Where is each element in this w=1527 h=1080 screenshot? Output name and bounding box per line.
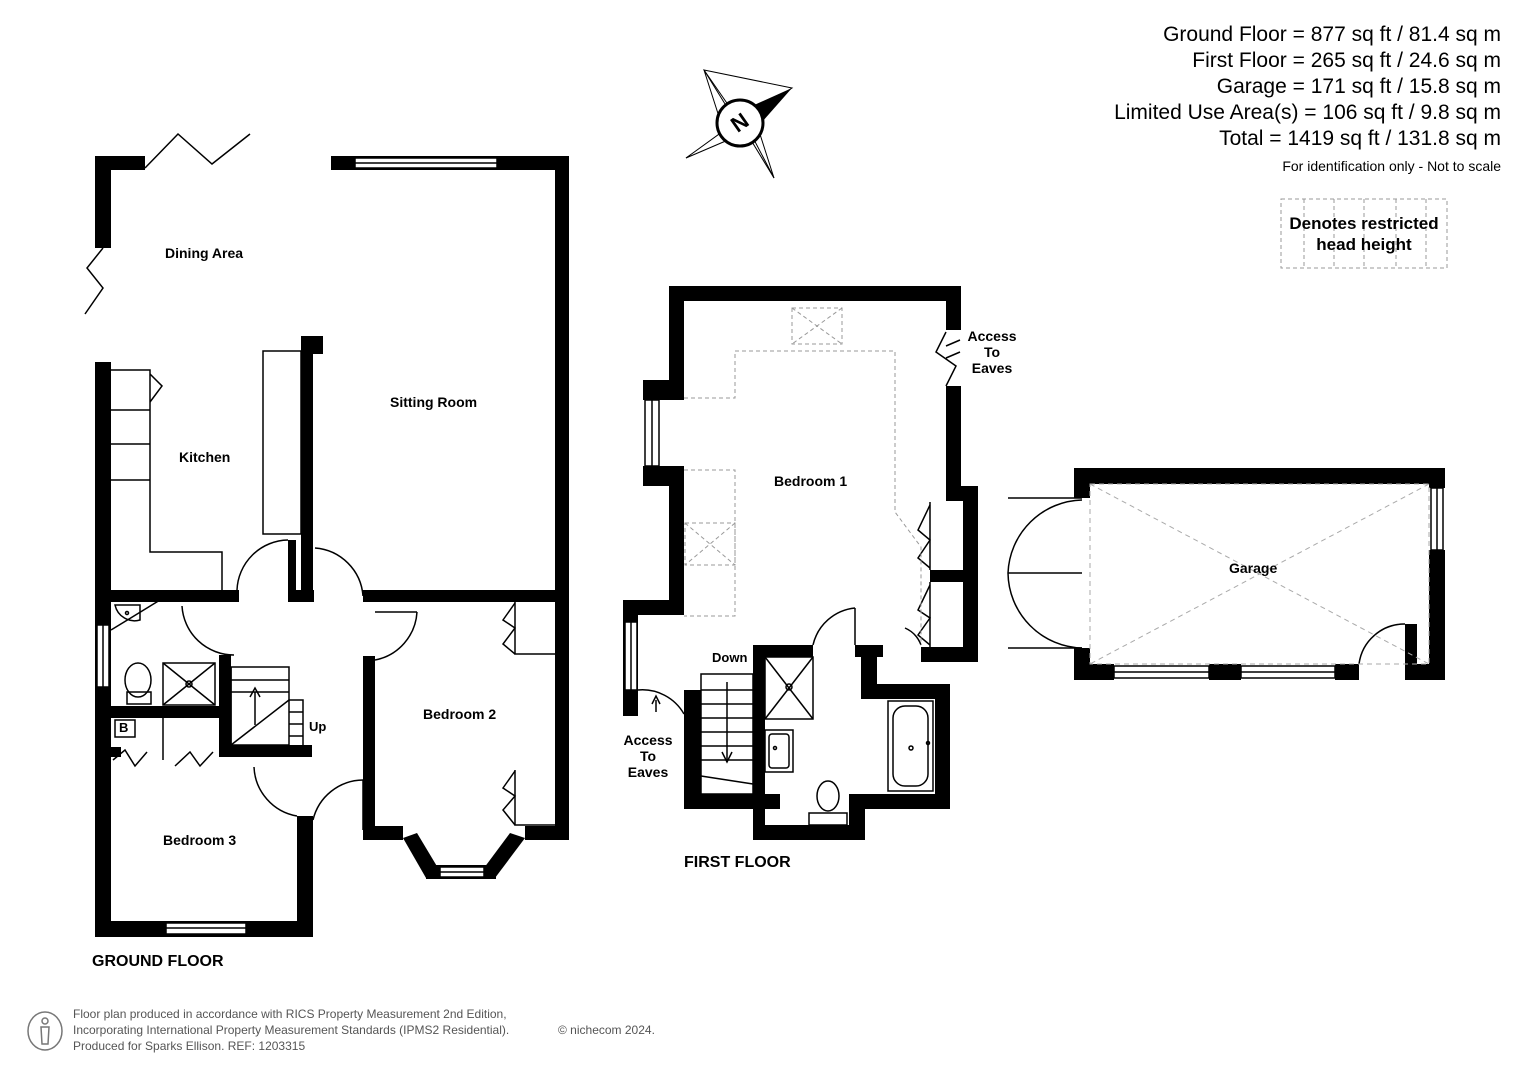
stairs-down-label: Down xyxy=(712,650,748,665)
first-floor-walls xyxy=(623,286,978,840)
garage-roof-lines xyxy=(1089,483,1430,665)
area-summary: Ground Floor = 877 sq ft / 81.4 sq m Fir… xyxy=(1114,22,1501,176)
legend-line-2: head height xyxy=(1316,235,1412,254)
area-garage: Garage = 171 sq ft / 15.8 sq m xyxy=(1216,75,1501,98)
room-label-dining-area: Dining Area xyxy=(165,245,244,261)
room-label-bedroom-1: Bedroom 1 xyxy=(774,473,848,489)
room-label-bedroom-3: Bedroom 3 xyxy=(163,832,237,848)
compass-icon xyxy=(685,69,794,179)
floor-label-ground: GROUND FLOOR xyxy=(92,953,224,970)
footer-disclaimer: Floor plan produced in accordance with R… xyxy=(73,1006,655,1054)
person-info-icon xyxy=(27,1011,63,1051)
area-total: Total = 1419 sq ft / 131.8 sq m xyxy=(1219,127,1501,150)
restricted-height-legend-box xyxy=(1280,198,1448,269)
footer-copyright: © nichecom 2024. xyxy=(558,1023,655,1037)
stairs-up-label: Up xyxy=(309,719,327,734)
room-label-bedroom-2: Bedroom 2 xyxy=(423,706,497,722)
restricted-height-outline xyxy=(684,307,922,645)
area-first-floor: First Floor = 265 sq ft / 24.6 sq m xyxy=(1192,49,1501,72)
garage-lines xyxy=(1007,487,1444,679)
restricted-height-legend: Denotes restricted head height xyxy=(1281,199,1447,268)
access-to-eaves-top: Access To Eaves xyxy=(967,328,1017,376)
room-label-garage: Garage xyxy=(1229,560,1278,576)
legend-text: Denotes restricted head height xyxy=(1281,213,1447,255)
ground-floor-walls xyxy=(95,156,569,937)
area-limited-use: Limited Use Area(s) = 106 sq ft / 9.8 sq… xyxy=(1114,101,1501,124)
room-label-sitting-room: Sitting Room xyxy=(390,394,478,410)
footer-line-3: Produced for Sparks Ellison. REF: 120331… xyxy=(73,1039,306,1053)
footer-line-1: Floor plan produced in accordance with R… xyxy=(73,1007,507,1021)
boiler-label: B xyxy=(119,720,129,735)
first-floor-lines xyxy=(624,331,961,826)
garage-walls xyxy=(1074,468,1445,680)
room-label-kitchen: Kitchen xyxy=(179,449,231,465)
ground-floor-windows xyxy=(84,132,555,935)
floor-label-first: FIRST FLOOR xyxy=(684,854,791,871)
area-ground-floor: Ground Floor = 877 sq ft / 81.4 sq m xyxy=(1163,23,1501,46)
footer-line-2: Incorporating International Property Mea… xyxy=(73,1023,510,1037)
access-to-eaves-bottom: Access To Eaves xyxy=(623,732,673,780)
legend-line-1: Denotes restricted xyxy=(1289,214,1439,233)
not-to-scale-note: For identification only - Not to scale xyxy=(1282,158,1501,174)
